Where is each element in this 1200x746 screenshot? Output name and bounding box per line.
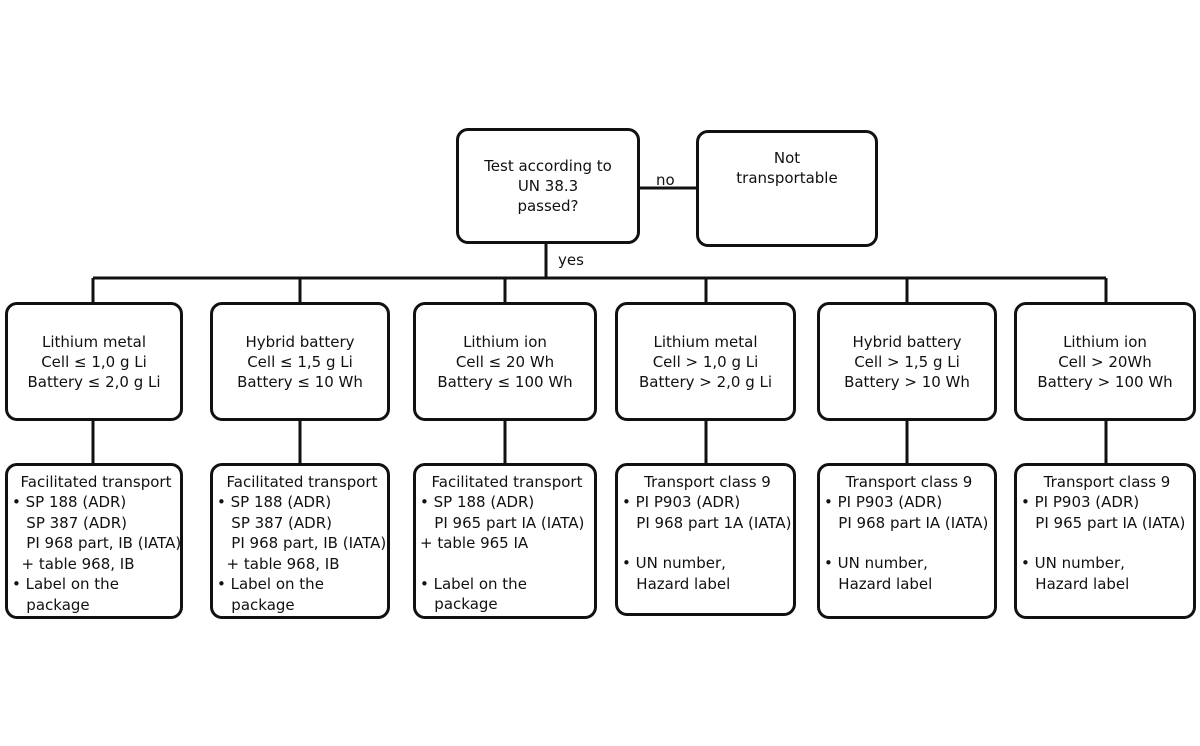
category-line: Lithium metal [41, 332, 147, 351]
category-box-hybrid-low: Hybrid battery Cell ≤ 1,5 g Li Battery ≤… [210, 302, 390, 421]
category-box-lithium-ion-low: Lithium ion Cell ≤ 20 Wh Battery ≤ 100 W… [413, 302, 597, 421]
detail-line: Hazard label [824, 574, 933, 593]
detail-line: • PI P903 (ADR) [622, 493, 741, 511]
detail-line: Hazard label [622, 574, 731, 593]
detail-line: PI 968 part, IB (IATA) [12, 534, 182, 552]
detail-heading: Transport class 9 [1043, 473, 1171, 491]
decision-line-1: Test according to [484, 157, 612, 175]
detail-line: • Label on the [420, 574, 527, 593]
no-label: no [656, 171, 675, 189]
category-line: Lithium ion [1063, 332, 1147, 351]
category-line: Battery ≤ 10 Wh [237, 372, 363, 391]
detail-spacer [1021, 533, 1193, 553]
category-line: Battery ≤ 2,0 g Li [27, 372, 161, 391]
detail-line: PI 968 part 1A (IATA) [622, 513, 792, 532]
detail-box-4: Transport class 9 • PI P903 (ADR) PI 968… [615, 463, 796, 616]
category-box-hybrid-high: Hybrid battery Cell > 1,5 g Li Battery >… [817, 302, 997, 421]
category-line: Lithium metal [653, 332, 758, 351]
decision-box: Test according to UN 38.3 passed? [456, 128, 640, 244]
category-line: Lithium ion [463, 332, 547, 351]
detail-line: package [12, 595, 90, 614]
category-line: Hybrid battery [852, 332, 962, 351]
detail-heading: Facilitated transport [20, 473, 172, 491]
detail-line: • SP 188 (ADR) [12, 493, 127, 511]
category-line: Battery > 2,0 g Li [638, 372, 773, 391]
not-transportable-line-1: Not [773, 149, 801, 167]
detail-line: Hazard label [1021, 574, 1130, 593]
detail-line: SP 387 (ADR) [12, 513, 127, 532]
detail-spacer [420, 554, 594, 574]
category-box-lithium-metal-low: Lithium metal Cell ≤ 1,0 g Li Battery ≤ … [5, 302, 183, 421]
category-line: Battery > 100 Wh [1037, 372, 1173, 391]
category-line: Cell > 1,5 g Li [854, 352, 960, 371]
detail-spacer [622, 533, 793, 553]
detail-line: • Label on the [217, 575, 324, 593]
detail-heading: Facilitated transport [431, 473, 583, 491]
category-line: Cell ≤ 20 Wh [455, 352, 555, 371]
detail-heading: Facilitated transport [226, 473, 378, 491]
detail-box-5: Transport class 9 • PI P903 (ADR) PI 968… [817, 463, 997, 619]
detail-line: • Label on the [12, 575, 119, 593]
category-box-lithium-metal-high: Lithium metal Cell > 1,0 g Li Battery > … [615, 302, 796, 421]
category-line: Hybrid battery [245, 332, 355, 351]
not-transportable-box: Not transportable [696, 130, 878, 247]
detail-line: + table 968, IB [12, 554, 135, 573]
detail-line: package [217, 595, 295, 614]
detail-line: SP 387 (ADR) [217, 513, 332, 532]
category-line: Cell > 1,0 g Li [652, 352, 759, 371]
detail-box-2: Facilitated transport • SP 188 (ADR) SP … [210, 463, 390, 619]
detail-box-1: Facilitated transport • SP 188 (ADR) SP … [5, 463, 183, 619]
detail-line: • PI P903 (ADR) [824, 493, 943, 511]
category-line: Cell ≤ 1,5 g Li [247, 352, 353, 371]
detail-line: + table 968, IB [217, 554, 340, 573]
decision-line-2: UN 38.3 [517, 177, 579, 195]
detail-line: • SP 188 (ADR) [420, 493, 535, 511]
detail-box-3: Facilitated transport • SP 188 (ADR) PI … [413, 463, 597, 619]
detail-line: package [420, 595, 498, 613]
decision-line-3: passed? [517, 197, 579, 215]
category-line: Battery ≤ 100 Wh [437, 372, 573, 391]
detail-line: • UN number, [622, 554, 726, 572]
not-transportable-line-2: transportable [736, 169, 838, 187]
detail-box-6: Transport class 9 • PI P903 (ADR) PI 965… [1014, 463, 1196, 619]
category-line: Battery > 10 Wh [844, 372, 970, 391]
detail-line: • UN number, [1021, 554, 1125, 572]
detail-line: PI 968 part IA (IATA) [824, 513, 989, 532]
detail-line: PI 965 part IA (IATA) [420, 513, 585, 532]
detail-line: • UN number, [824, 554, 928, 572]
detail-line: • SP 188 (ADR) [217, 493, 332, 511]
detail-heading: Transport class 9 [644, 473, 771, 491]
detail-line: + table 965 IA [420, 534, 529, 552]
category-box-lithium-ion-high: Lithium ion Cell > 20Wh Battery > 100 Wh [1014, 302, 1196, 421]
detail-line: PI 965 part IA (IATA) [1021, 513, 1186, 532]
detail-line: • PI P903 (ADR) [1021, 493, 1140, 511]
detail-line: PI 968 part, IB (IATA) [217, 534, 387, 552]
detail-spacer [824, 533, 994, 553]
detail-heading: Transport class 9 [845, 473, 973, 491]
category-line: Cell ≤ 1,0 g Li [41, 352, 147, 371]
category-line: Cell > 20Wh [1058, 352, 1152, 371]
yes-label: yes [558, 251, 584, 269]
